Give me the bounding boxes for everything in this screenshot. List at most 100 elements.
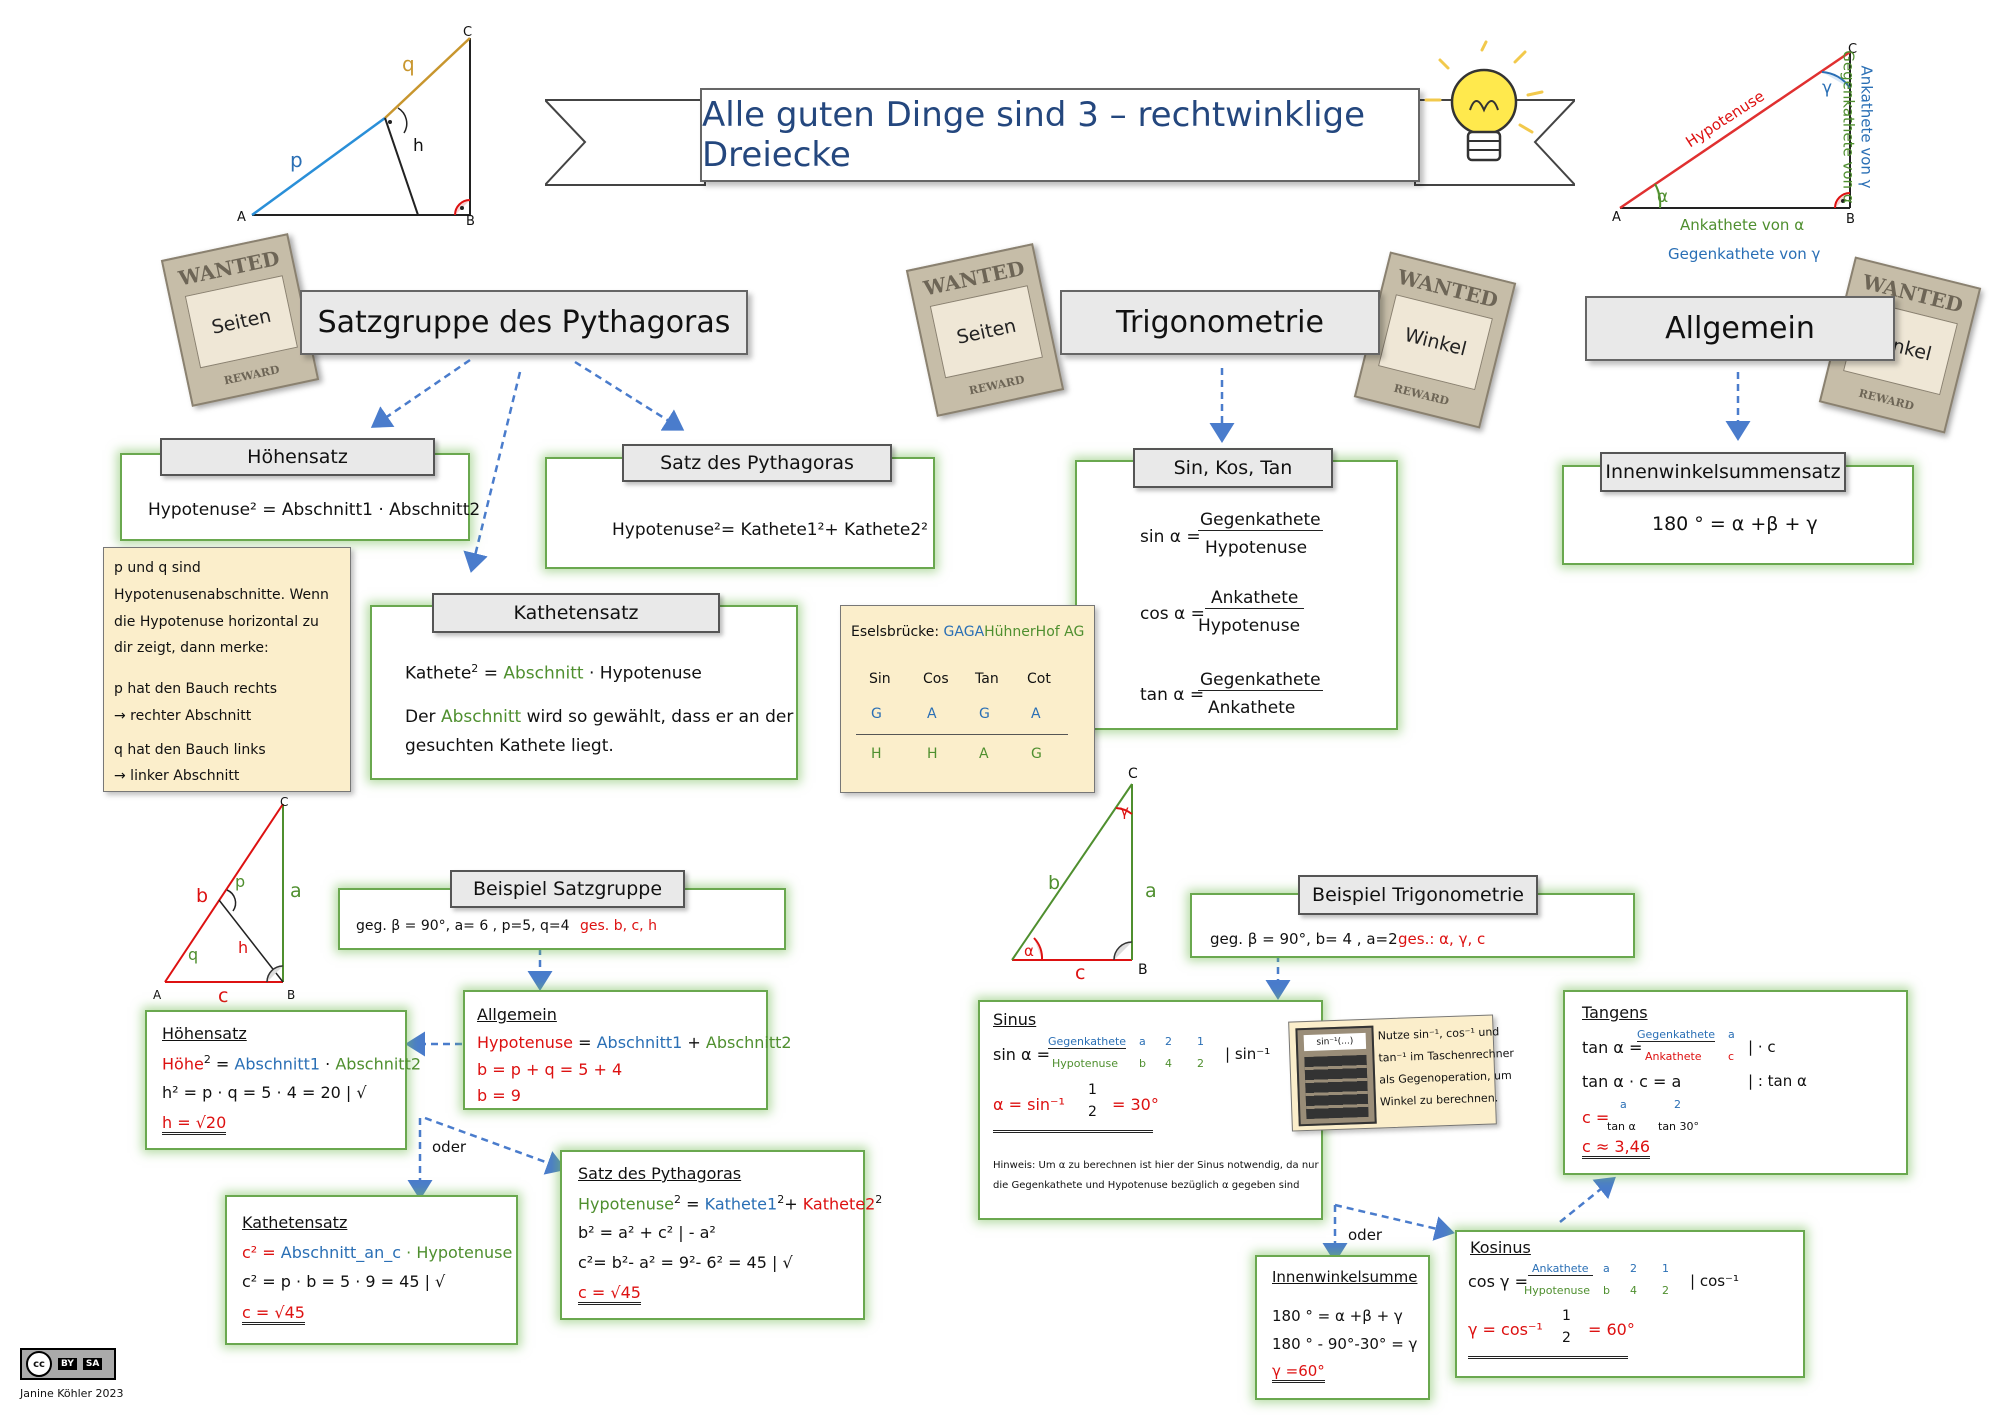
sinus-l1-a: a <box>1139 1035 1146 1048</box>
tri-tr-gegenkathete-gamma: Gegenkathete von γ <box>1668 245 1821 263</box>
tri-ml-label-C: C <box>280 795 289 809</box>
card-hoehensatz-title: Höhensatz <box>160 438 435 476</box>
calculator-display: sin⁻¹(...) <box>1303 1032 1367 1052</box>
bsp-satz-wanted: ges. b, c, h <box>580 918 657 934</box>
tangens-l2: tan α · c = a <box>1582 1072 1682 1091</box>
bsp-hoehensatz-title: Höhensatz <box>162 1024 247 1043</box>
calculator-icon: sin⁻¹(...) <box>1295 1025 1377 1127</box>
sinus-l1-1: 1 <box>1197 1035 1204 1048</box>
kf-kathete: Kathete <box>405 663 472 684</box>
card-sinkostan <box>1075 460 1398 730</box>
bsp-pythagoras-l1: Hypotenuse2 = Kathete12+ Kathete22 <box>578 1193 883 1214</box>
kosinus-l2-num: 1 <box>1562 1308 1571 1324</box>
section-trigonometrie: Trigonometrie <box>1060 290 1380 355</box>
card-bsp-tangens <box>1563 990 1908 1175</box>
kosinus-l1-b: b <box>1603 1284 1610 1297</box>
sin-lhs: sin α = <box>1140 527 1201 547</box>
esel-label: Eselsbrücke: GAGAHühnerHof AG <box>851 624 1084 640</box>
kt-1: Der <box>405 707 436 727</box>
main-title: Alle guten Dinge sind 3 – rechtwinklige … <box>700 88 1420 182</box>
bpy-k2: Kathete2 <box>802 1194 876 1214</box>
cc-sa: SA <box>82 1358 103 1370</box>
tangens-l1-c: c <box>1728 1050 1735 1063</box>
tri-tr-label-A: A <box>1612 210 1621 225</box>
tangens-l1-num: Gegenkathete <box>1637 1028 1716 1042</box>
calc-line3: als Gegenoperation, um <box>1379 1068 1512 1087</box>
calculator-keys <box>1304 1054 1369 1120</box>
tri-ml-label-p: p <box>235 872 246 891</box>
bsp-kosinus-title: Kosinus <box>1470 1238 1531 1257</box>
esel-gaga: GAGA <box>943 624 985 640</box>
triangle-mid-left <box>164 803 284 983</box>
card-bsp-kosinus <box>1455 1230 1805 1378</box>
section-allgemein: Allgemein <box>1585 296 1895 361</box>
tri-ml-label-b: b <box>196 885 209 907</box>
cc-icon: cc <box>26 1351 52 1377</box>
bsp-innenwinkel-l2: 180 ° - 90°-30° = γ <box>1272 1335 1418 1353</box>
tangens-l3-lhs: c = <box>1582 1108 1610 1127</box>
tri-tl-label-B: B <box>466 214 475 229</box>
card-bsp-pythagoras <box>560 1150 865 1320</box>
oder-right: oder <box>1348 1226 1383 1244</box>
tri-mr-label-c: c <box>1075 962 1086 984</box>
kosinus-double-underline <box>1468 1356 1628 1359</box>
sinus-l1-2: 2 <box>1165 1035 1172 1048</box>
kosinus-l1-4: 4 <box>1630 1284 1637 1297</box>
kosinus-l2: γ = cos⁻¹ <box>1468 1320 1543 1339</box>
cos-den: Hypotenuse <box>1198 616 1301 636</box>
bpy-k1: Kathete1 <box>704 1194 778 1214</box>
tri-mr-label-gamma: γ <box>1120 802 1129 820</box>
esel-r1-3: A <box>1031 706 1041 722</box>
note-pq-line1: p und q sind <box>114 560 201 576</box>
bal-ab1: Abschnitt1 <box>596 1033 683 1052</box>
satz-pythagoras-formula: Hypotenuse²= Kathete1²+ Kathete2² <box>612 520 928 540</box>
bho-ab1: Abschnitt1 <box>234 1054 321 1074</box>
tangens-l2-op: | : tan α <box>1748 1072 1807 1090</box>
tri-tr-label-alpha: α <box>1657 187 1669 207</box>
bsp-tangens-title: Tangens <box>1582 1003 1648 1022</box>
tangens-l1-den: Ankathete <box>1645 1050 1702 1063</box>
note-pq-line6: → rechter Abschnitt <box>114 708 252 724</box>
sinus-l1-num: Gegenkathete <box>1048 1035 1127 1049</box>
bsp-pythagoras-l3: c²= b²- a² = 9²- 6² = 45 | √ <box>578 1253 793 1272</box>
card-bsp-innenwinkelsumme <box>1255 1255 1430 1400</box>
esel-h: Hühner <box>984 624 1036 640</box>
cos-lhs: cos α = <box>1140 604 1205 624</box>
kosinus-l1-1: 1 <box>1662 1262 1669 1275</box>
sinus-double-underline <box>993 1130 1153 1133</box>
card-bsp-allgemein <box>463 990 768 1110</box>
innenwinkel-formula: 180 ° = α +β + γ <box>1652 513 1818 535</box>
note-calculator: sin⁻¹(...) Nutze sin⁻¹, cos⁻¹ und tan⁻¹ … <box>1288 1014 1514 1132</box>
bsp-hoehensatz-l2: h² = p · q = 5 · 4 = 20 | √ <box>162 1083 367 1102</box>
sinus-l1-2b: 2 <box>1197 1057 1204 1070</box>
tangens-l3-den: tan α <box>1607 1120 1636 1133</box>
bsp-allgemein-l2: b = p + q = 5 + 4 <box>477 1060 623 1079</box>
card-satz-pythagoras-title: Satz des Pythagoras <box>622 444 892 482</box>
note-pq-line8: → linker Abschnitt <box>114 768 240 784</box>
esel-r2-2: A <box>979 746 989 762</box>
tri-mr-label-alpha: α <box>1024 942 1034 960</box>
tri-mr-label-b: b <box>1048 872 1061 894</box>
bsp-allgemein-l3: b = 9 <box>477 1086 521 1105</box>
sin-den: Hypotenuse <box>1205 538 1308 558</box>
tri-tr-ankathete-alpha: Ankathete von α <box>1680 216 1805 234</box>
sinus-l1-op: | sin⁻¹ <box>1225 1045 1271 1063</box>
kosinus-l1-2b: 2 <box>1662 1284 1669 1297</box>
bsp-innenwinkel-l3: γ =60° <box>1272 1362 1325 1383</box>
bsp-satz-given: geg. β = 90°, a= 6 , p=5, q=4 <box>356 918 570 934</box>
tangens-l1-a: a <box>1728 1028 1735 1041</box>
kt-2: Abschnitt <box>440 707 522 727</box>
tri-mr-label-C: C <box>1128 766 1138 782</box>
sinus-l1-lhs: sin α = <box>993 1045 1051 1064</box>
calc-line1: Nutze sin⁻¹, cos⁻¹ und <box>1377 1025 1500 1043</box>
note-p-q: p und q sind Hypotenusenabschnitte. Wenn… <box>103 547 351 792</box>
bho-hoehe: Höhe <box>162 1054 204 1074</box>
esel-r2-1: H <box>927 746 938 762</box>
lightbulb-icon <box>1424 40 1544 162</box>
cos-num: Ankathete <box>1205 588 1305 609</box>
sinus-l2-den: 2 <box>1088 1104 1097 1120</box>
kathetensatz-text: Der Abschnitt wird so gewählt, dass er a… <box>405 707 793 727</box>
esel-r1-1: A <box>927 706 937 722</box>
esel-r1-0: G <box>871 706 882 722</box>
kosinus-l2-res: = 60° <box>1588 1320 1635 1339</box>
